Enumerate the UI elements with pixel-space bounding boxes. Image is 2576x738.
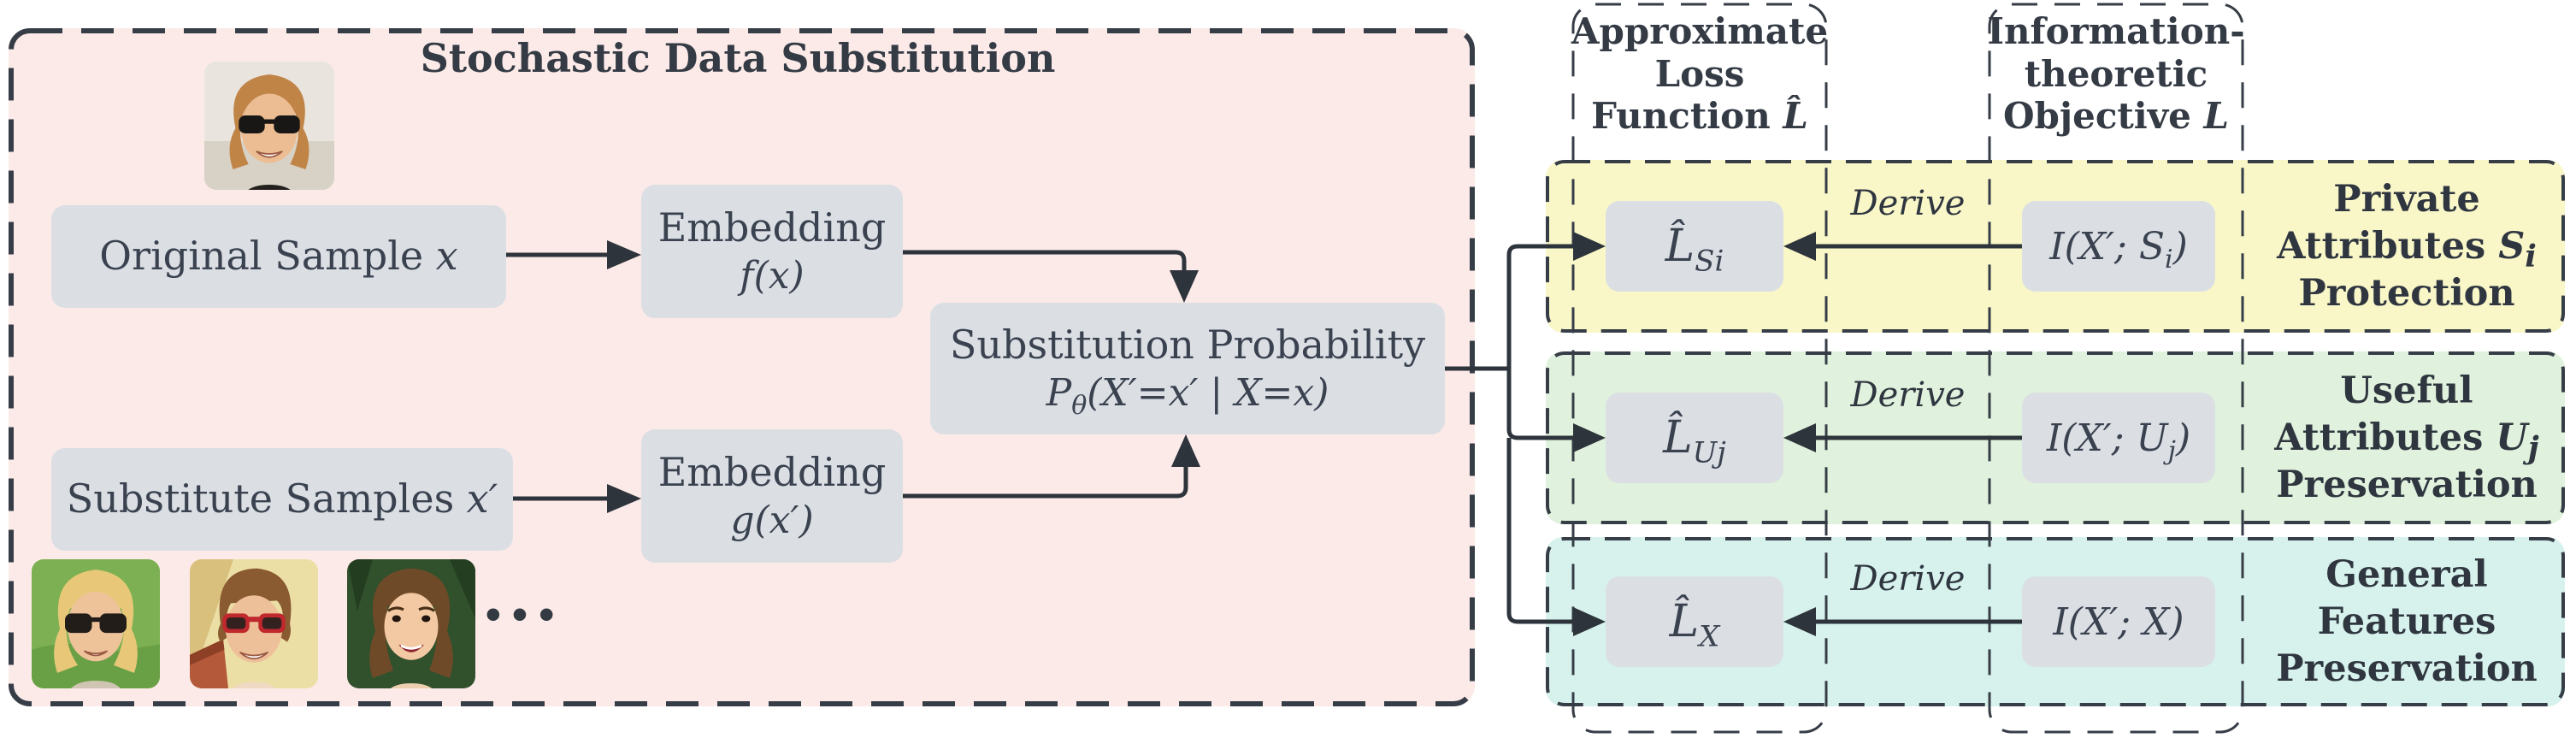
objective-uj-box: I(X′; Uj)	[2022, 393, 2215, 483]
substitute-photo-3	[347, 559, 475, 688]
smiling-woman-icon	[347, 559, 475, 688]
information-theoretic-header: Information- theoretic Objective L	[1987, 10, 2245, 138]
private-attributes-label: Private Attributes Si Protection	[2277, 178, 2537, 316]
embedding-g-formula: g(x′)	[730, 499, 814, 543]
loss-x-box: L̂X	[1606, 576, 1783, 667]
embedding-f-formula: f(x)	[740, 254, 805, 298]
objective-x-box: I(X′; X)	[2022, 576, 2215, 667]
derive-label-3: Derive	[1850, 559, 1966, 599]
loss-symbol: L̂	[1783, 95, 1808, 138]
loss-uj-box: L̂Uj	[1606, 393, 1783, 483]
embedding-g-label: Embedding	[657, 448, 887, 495]
substitute-samples-label: Substitute Samples x′	[66, 475, 498, 523]
original-sample-label: Original Sample x	[99, 233, 458, 280]
embedding-g-box: Embedding g(x′)	[641, 429, 903, 563]
original-sample-photo	[204, 62, 334, 190]
substitute-photo-1	[32, 559, 160, 688]
derive-label-2: Derive	[1850, 375, 1966, 415]
substitution-probability-box: Substitution Probability Pθ(X′=x′ | X=x)	[930, 303, 1445, 434]
substitute-photo-2	[190, 559, 318, 688]
more-samples-ellipsis: ...	[481, 558, 562, 636]
substitution-probability-label: Substitution Probability	[949, 321, 1426, 368]
blonde-woman-sunglasses-icon	[32, 559, 160, 688]
general-features-label: General Features Preservation	[2276, 553, 2538, 691]
woman-black-sunglasses-icon	[204, 62, 334, 190]
substitute-samples-box: Substitute Samples x′	[51, 448, 513, 551]
embedding-f-box: Embedding f(x)	[641, 185, 903, 318]
objective-si-box: I(X′; Si)	[2022, 201, 2215, 292]
embedding-f-label: Embedding	[657, 204, 887, 251]
approximate-loss-header: Approximate Loss Function L̂	[1571, 10, 1829, 138]
objective-symbol: L	[2203, 95, 2230, 138]
loss-si-box: L̂Si	[1606, 201, 1783, 292]
substitution-probability-formula: Pθ(X′=x′ | X=x)	[1046, 371, 1329, 422]
man-red-sunglasses-icon	[190, 559, 318, 688]
useful-attributes-label: Useful Attributes Uj Preservation	[2274, 369, 2539, 507]
original-sample-box: Original Sample x	[51, 205, 506, 308]
panel-title: Stochastic Data Substitution	[420, 35, 1056, 81]
derive-label-1: Derive	[1850, 184, 1966, 223]
